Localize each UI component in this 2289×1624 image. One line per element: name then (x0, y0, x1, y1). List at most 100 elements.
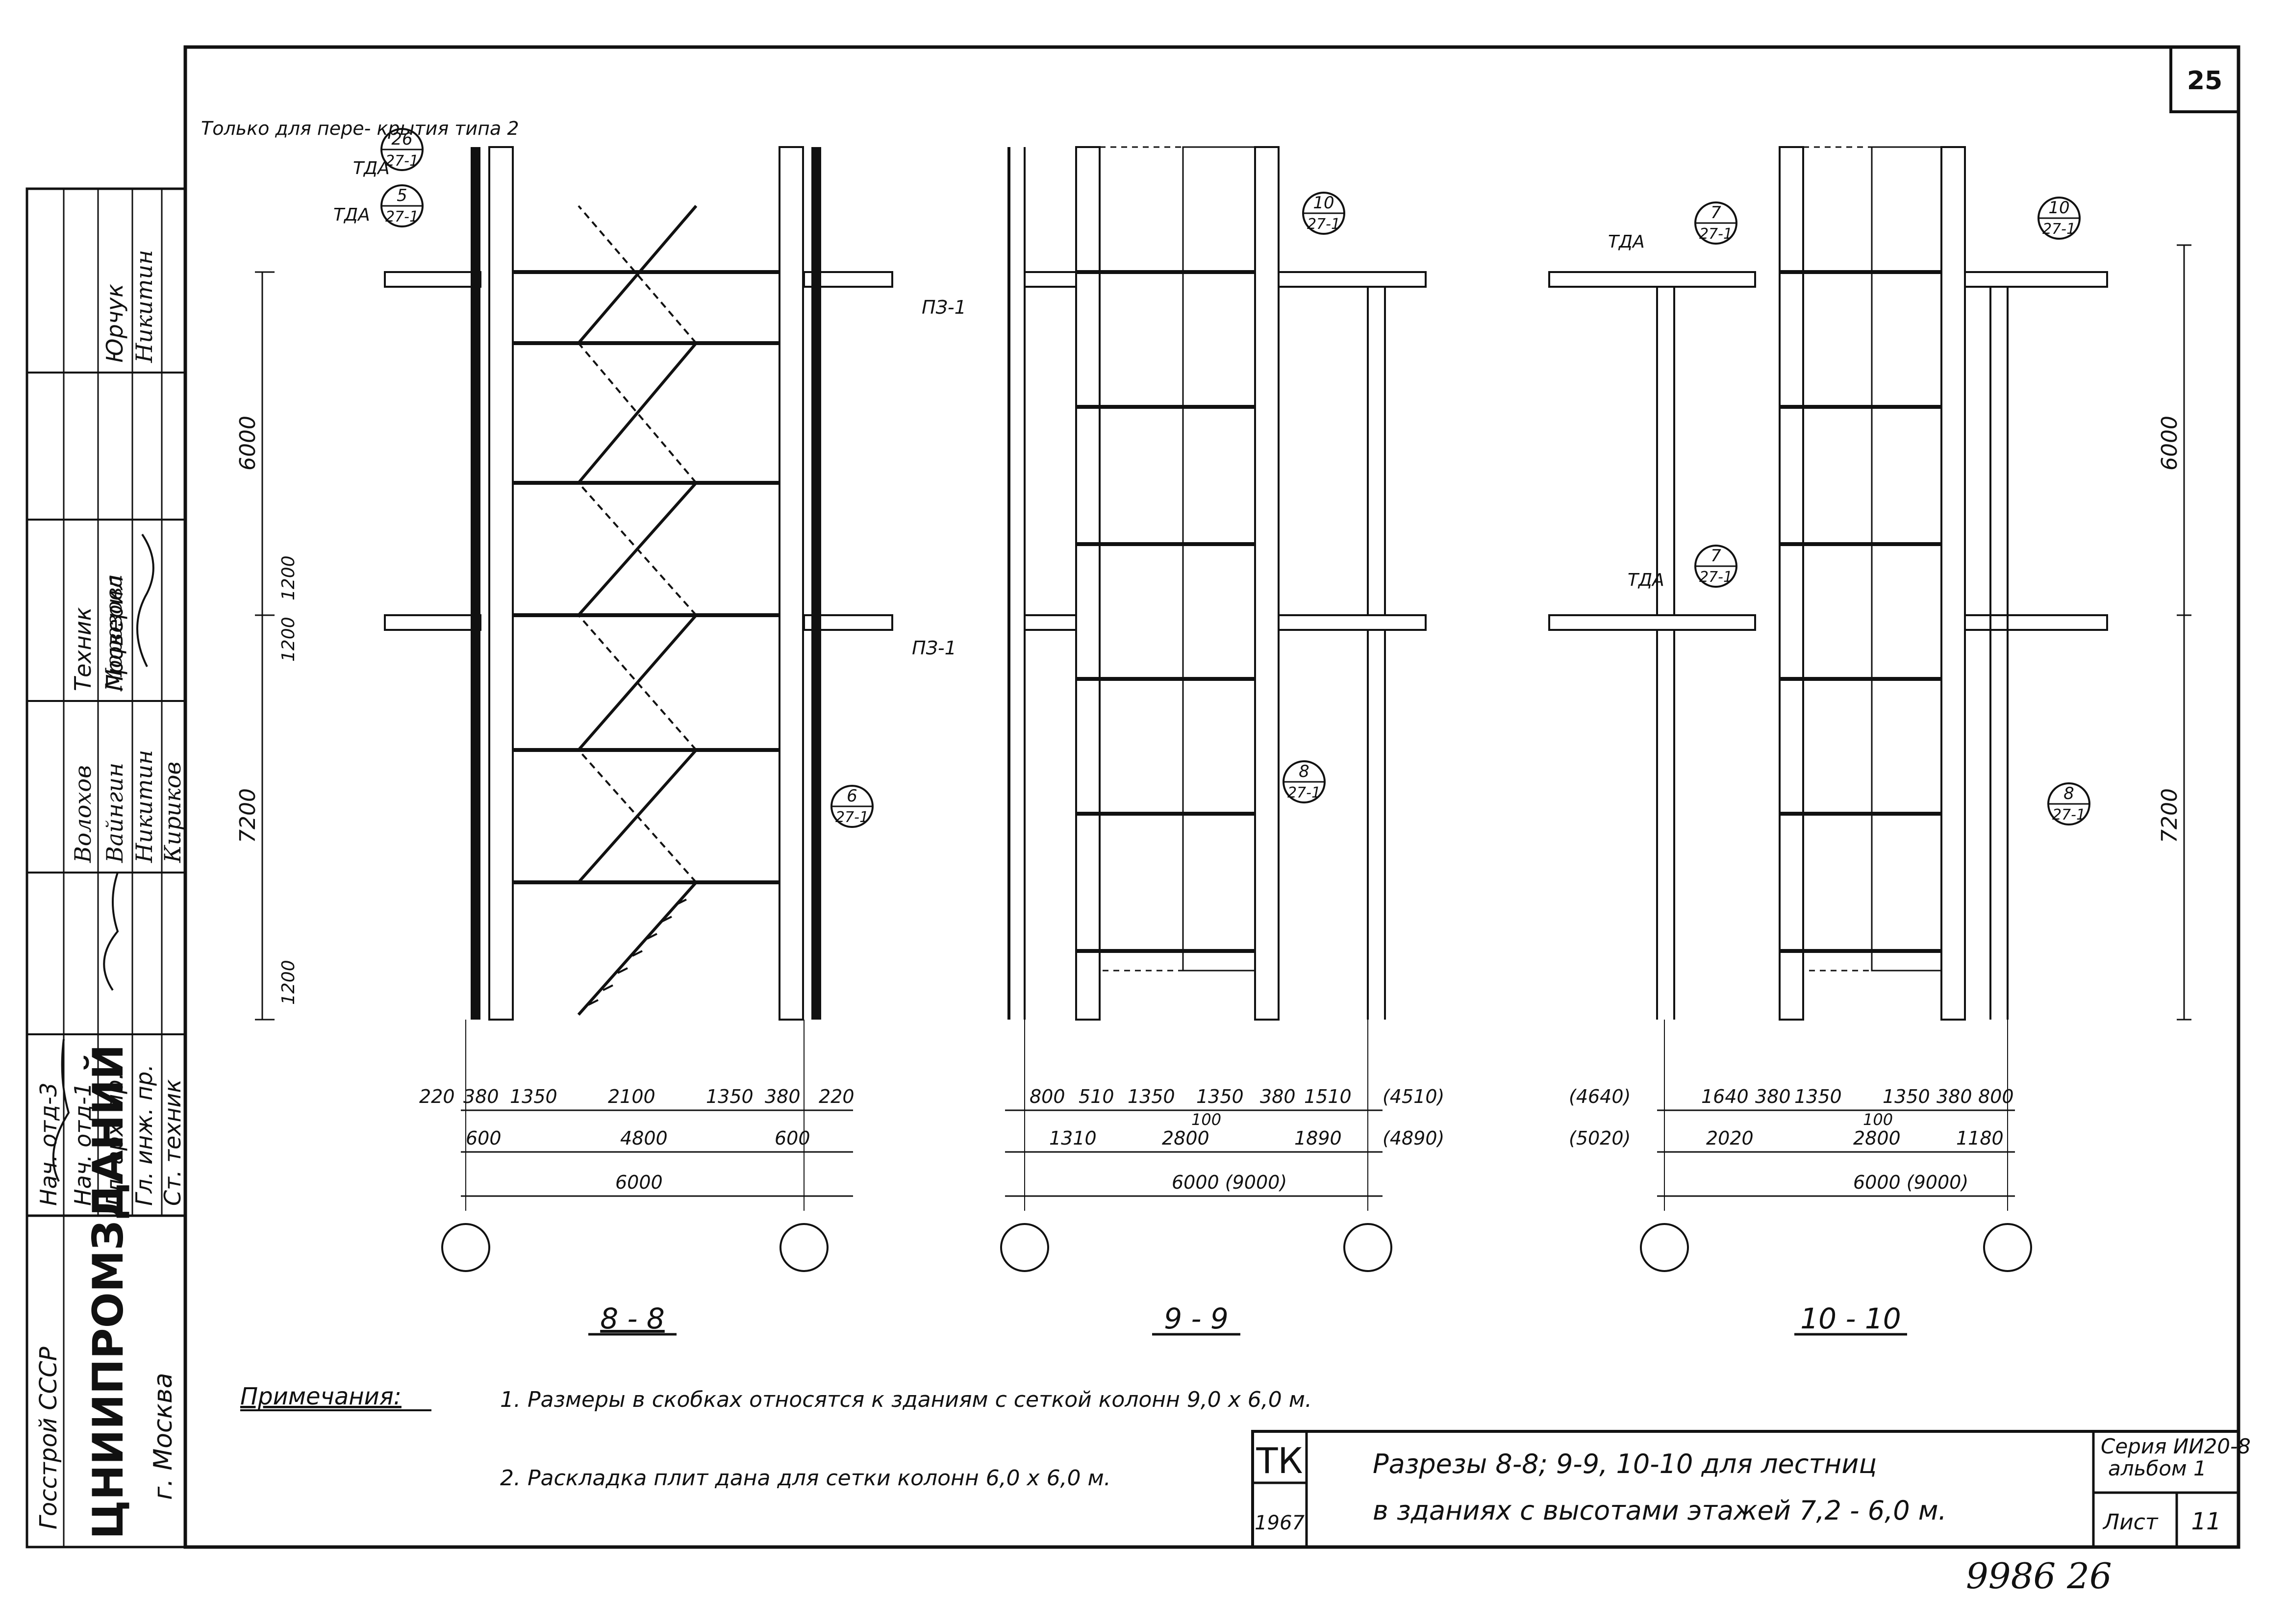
s1010-dim-380b: 380 (1937, 1086, 1972, 1107)
s1010-callout-7a-label: ТДА (1608, 232, 1645, 252)
s1010-dim-1350b: 1350 (1883, 1086, 1930, 1107)
s99-dim-1350b: 1350 (1196, 1086, 1244, 1107)
s88-vdim-1200b: 1200 (278, 617, 299, 662)
section-9-9-drawing (1007, 146, 1427, 1021)
s99-callout-10-bottom: 27-1 (1307, 216, 1340, 233)
s99-dim-1310: 1310 (1049, 1127, 1097, 1149)
s99-label-pz1-top: ПЗ-1 (922, 297, 966, 318)
s1010-dim-2800: 2800 (1853, 1127, 1901, 1149)
s1010-dim-4640: (4640) (1569, 1086, 1631, 1107)
s88-note-top: Только для пере- крытия типа 2 (201, 118, 519, 139)
s88-callout-26: 26 27-1 ТДА (353, 128, 424, 178)
stamp-role-1: Нач. отд-3 (35, 1082, 62, 1206)
stamp-role-8: Юрчук (101, 284, 128, 363)
s99-title: 9 - 9 (1164, 1302, 1229, 1335)
s1010-dim-380a: 380 (1755, 1086, 1791, 1107)
s1010-dim-5020: (5020) (1569, 1127, 1631, 1149)
s1010-dim-1640: 1640 (1701, 1086, 1749, 1107)
notes-heading: Примечания: (240, 1383, 402, 1410)
s99-dim-100: 100 (1191, 1110, 1221, 1129)
s99-callout-10-top: 10 (1313, 193, 1334, 213)
s99-callout-8-bottom: 27-1 (1287, 784, 1321, 801)
s88-dim-380a: 380 (463, 1086, 499, 1107)
title-block-code: ТК (1256, 1440, 1303, 1481)
s1010-vdim-7200: 7200 (2157, 788, 2182, 843)
s88-title: 8 - 8 (600, 1302, 665, 1335)
s88-vdim-7200: 7200 (235, 788, 260, 843)
s99-callout-8-top: 8 (1299, 762, 1309, 781)
stamp-name-8: Никитин (131, 250, 157, 363)
s88-dimensions (441, 1020, 853, 1272)
note-item-1: 1. Размеры в скобках относятся к зданиям… (500, 1387, 1312, 1412)
s99-dim-510: 510 (1079, 1086, 1114, 1107)
title-block-album: альбом 1 (2108, 1456, 2207, 1480)
s88-callout-6-top: 6 (847, 786, 857, 806)
s1010-callout-7b-bottom: 27-1 (1699, 569, 1733, 586)
s88-dim-600b: 600 (775, 1127, 810, 1149)
s99-dim-4890: (4890) (1383, 1127, 1444, 1149)
s88-dim-600a: 600 (466, 1127, 502, 1149)
stamp-role-5: Ст. техник (159, 1079, 186, 1206)
stamp-role-2: Нач. отд-1 (70, 1082, 96, 1206)
s88-dim-4800: 4800 (620, 1127, 668, 1149)
s99-label-pz1-mid: ПЗ-1 (912, 637, 956, 659)
s99-callout-10: 10 27-1 (1302, 192, 1345, 235)
s1010-callout-8-bottom: 27-1 (2052, 806, 2086, 824)
s88-vdim-1200c: 1200 (278, 960, 299, 1005)
stamp-name-4: Кириков (159, 762, 186, 863)
title-block-series: Серия ИИ20-8 (2101, 1434, 2251, 1458)
s1010-callout-7a-top: 7 (1710, 203, 1721, 223)
s88-dim-220a: 220 (419, 1086, 455, 1107)
stamp-role-7: Проверил (101, 575, 128, 691)
s1010-dim-1350a: 1350 (1794, 1086, 1842, 1107)
s99-dim-380: 380 (1260, 1086, 1296, 1107)
s99-dim-4510: (4510) (1383, 1086, 1444, 1107)
s99-dim-total: 6000 (9000) (1172, 1172, 1287, 1193)
stamp-name-2: Вайнгин (101, 763, 128, 863)
stamp-name-5: Морозова (101, 574, 127, 692)
page-number-box (2169, 46, 2240, 113)
s1010-callout-10-bottom: 27-1 (2042, 221, 2076, 238)
title-block-sheet-value: 11 (2191, 1508, 2221, 1535)
s88-callout-26-top: 26 (391, 129, 412, 149)
s1010-callout-7b-label: ТДА (1628, 570, 1664, 590)
section-10-10-drawing (1548, 146, 2191, 1021)
stamp-role-4: Гл. инж. пр. (131, 1064, 157, 1206)
stamp-role-3: Гл. арх. пр. (101, 1073, 128, 1206)
s88-vdim-1200a: 1200 (278, 555, 299, 600)
s99-callout-8: 8 27-1 (1283, 760, 1326, 803)
s99-dimensions (1000, 1020, 1392, 1272)
s88-callout-26-label: ТДА (353, 158, 390, 178)
s1010-callout-10: 10 27-1 (2037, 197, 2081, 240)
s88-dim-1350a: 1350 (510, 1086, 557, 1107)
s1010-dim-total: 6000 (9000) (1853, 1172, 1968, 1193)
s1010-callout-7a: 7 27-1 ТДА (1608, 201, 1737, 252)
s1010-callout-8-top: 8 (2063, 784, 2074, 803)
s88-callout-6-bottom: 27-1 (835, 809, 869, 826)
s88-callout-5: 5 27-1 ТДА (333, 184, 424, 227)
s1010-dim-100: 100 (1863, 1110, 1893, 1129)
s1010-dim-800: 800 (1978, 1086, 2014, 1107)
s1010-dim-2020: 2020 (1706, 1127, 1754, 1149)
s1010-callout-7a-bottom: 27-1 (1699, 225, 1733, 243)
archive-number: 9986 26 (1966, 1555, 2112, 1597)
s88-callout-5-top: 5 (397, 186, 407, 205)
s88-callout-5-bottom: 27-1 (385, 208, 419, 225)
s88-dim-220b: 220 (819, 1086, 855, 1107)
title-block (1251, 1430, 2240, 1549)
s1010-title: 10 - 10 (1800, 1302, 1901, 1335)
s88-callout-6: 6 27-1 (830, 785, 874, 828)
s1010-callout-7b-top: 7 (1710, 546, 1721, 566)
s88-dim-2100: 2100 (608, 1086, 655, 1107)
left-stamp: Нач. отд-3 Нач. отд-1 Гл. арх. пр. Гл. и… (25, 187, 187, 1549)
stamp-institute: ЦНИИПРОМЗДАНИЙ (83, 1044, 133, 1539)
s1010-dim-1180: 1180 (1956, 1127, 2004, 1149)
stamp-ministry: Госстрой СССР (35, 1347, 62, 1529)
s99-dim-1510: 1510 (1304, 1086, 1352, 1107)
s1010-callout-10-top: 10 (2048, 198, 2069, 218)
stamp-name-3: Никитин (131, 750, 157, 863)
page-number: 25 (2187, 66, 2222, 96)
s99-dim-1350a: 1350 (1128, 1086, 1175, 1107)
s1010-callout-7b: 7 27-1 ТДА (1628, 545, 1737, 590)
